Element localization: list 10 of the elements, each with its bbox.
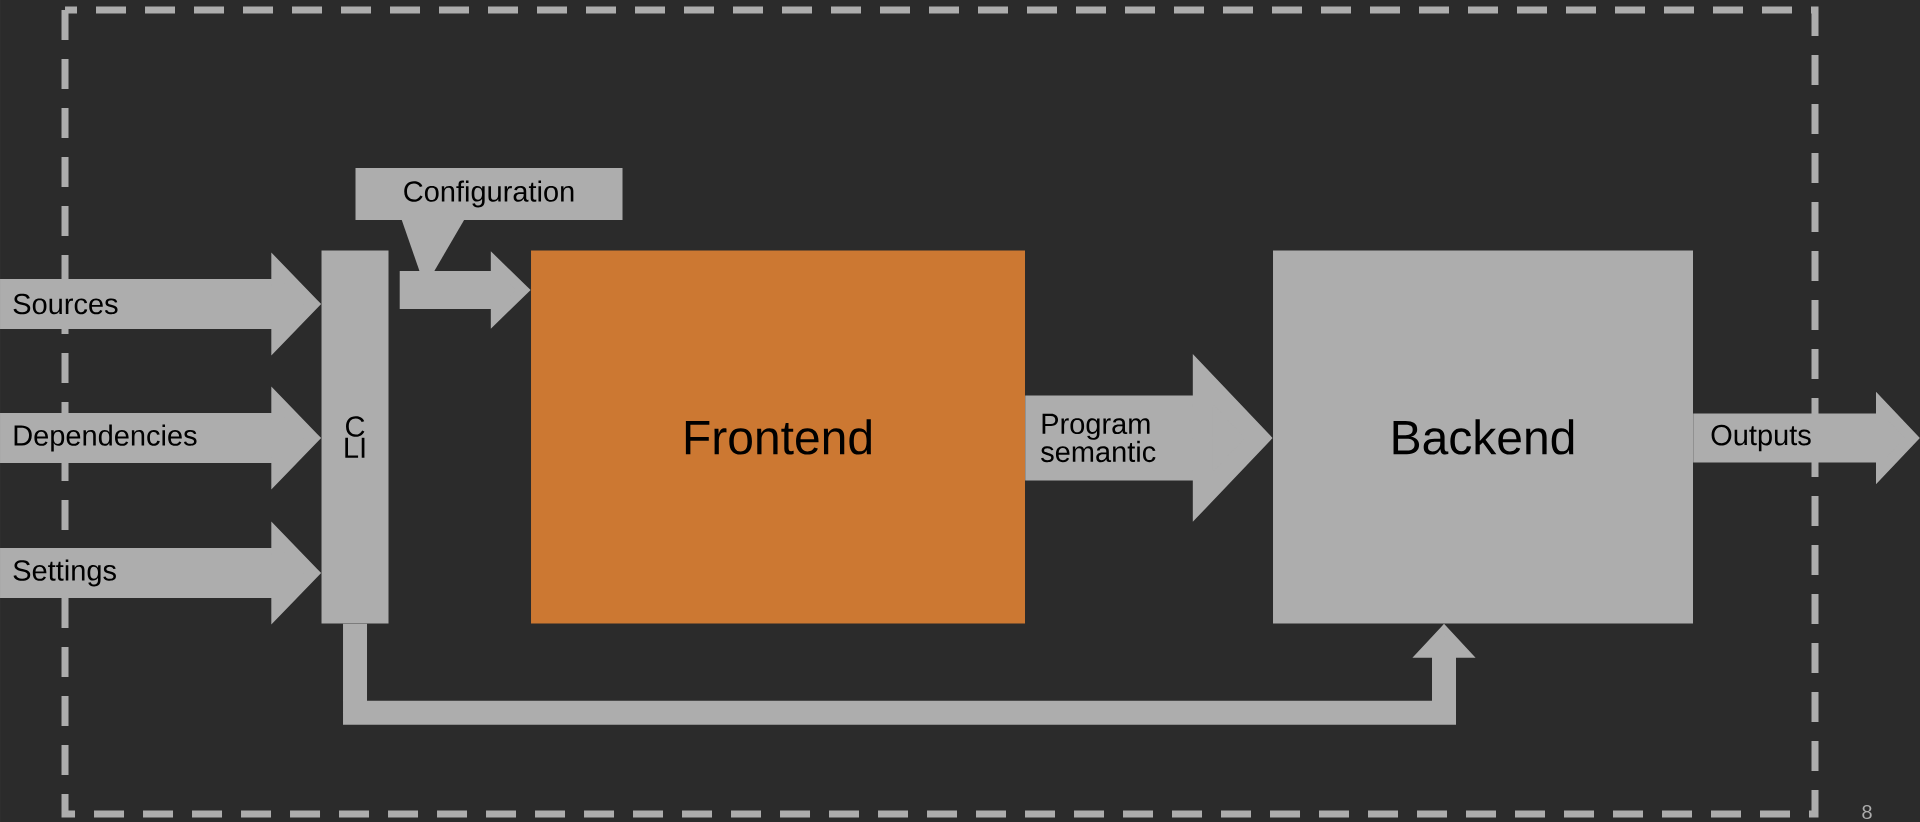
edge-label: Settings xyxy=(13,559,116,587)
edge-label: Sources xyxy=(13,293,118,315)
page-number: 8 xyxy=(1862,804,1872,820)
edge-label: Program semantic xyxy=(1041,413,1156,463)
backend-box: Backend xyxy=(1273,250,1693,624)
edge-label: Outputs xyxy=(1711,424,1811,452)
edge-label: Dependencies xyxy=(14,424,197,452)
callout-box: Configuration xyxy=(355,168,623,287)
cli-box: C LI xyxy=(321,250,389,624)
frontend-box: Frontend xyxy=(531,250,1025,624)
